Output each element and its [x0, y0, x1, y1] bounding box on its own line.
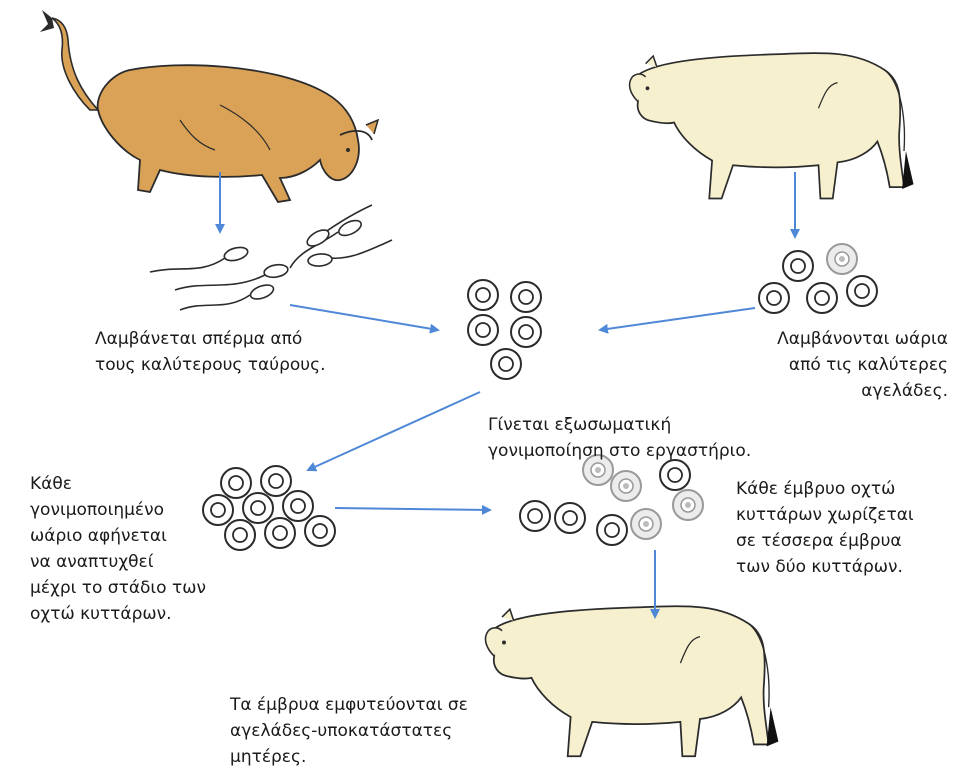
sperm-cells: [150, 205, 392, 310]
bull-illustration: [40, 10, 378, 202]
arrow-lab-to-embryo: [308, 392, 480, 470]
label-sperm: Λαμβάνεται σπέρμα από τους καλύτερους τα…: [95, 326, 326, 378]
two-cell-embryos: [520, 455, 703, 545]
label-fertilization: Γίνεται εξωσωματική γονιμοποίηση στο εργ…: [488, 412, 751, 464]
label-splitting: Κάθε έμβρυο οχτώ κυττάρων χωρίζεται σε τ…: [736, 476, 914, 580]
fertilized-eggs: [468, 280, 541, 379]
eight-cell-embryo: [203, 466, 335, 550]
cow-surrogate-illustration: [485, 606, 778, 756]
label-development: Κάθε γονιμοποιημένο ωάριο αφήνεται να αν…: [30, 471, 206, 627]
process-arrows: [220, 172, 795, 617]
cow-donor-illustration: [630, 53, 914, 198]
label-implantation: Τα έμβρυα εμφυτεύονται σε αγελάδες-υποκα…: [230, 692, 468, 770]
egg-cells: [759, 244, 877, 313]
arrow-embryo-to-split: [335, 508, 490, 510]
label-eggs: Λαμβάνονται ωάρια από τις καλύτερες αγελ…: [720, 326, 948, 404]
